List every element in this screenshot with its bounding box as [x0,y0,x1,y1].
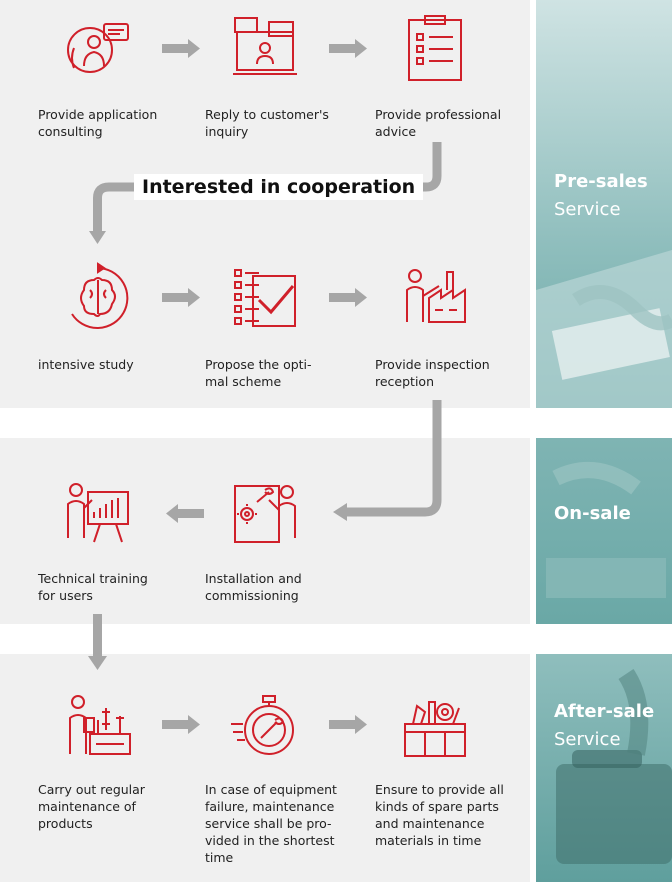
installation-commissioning-icon [234,485,296,543]
step-label: Technical training for users [38,571,148,603]
maintenance-worker-icon [69,695,131,755]
step-label: Provide professional advice [375,107,502,139]
step-label: Ensure to provide all kinds of spare par… [375,782,504,848]
arrow-left-2-head [333,503,347,521]
clipboard-checklist-icon [408,15,462,81]
hand-writing-photo [536,250,672,408]
pre-sales-title-bold: Pre-sales [554,171,648,192]
pre-sales-title: Pre-sales Service [554,168,648,224]
after-sale-title-bold: After-sale [554,701,655,722]
arrow-down-1 [88,614,107,670]
step-label: Provide application consulting [38,107,158,139]
connector-row1-row2-left [93,182,134,233]
factory-inspection-icon [406,269,466,323]
pre-sales-title-light: Service [554,199,621,220]
connector-row1-row2 [398,142,442,192]
phone-consulting-icon [67,23,129,73]
on-sale-panel [0,438,530,624]
checklist-scheme-icon [234,269,296,327]
arrow-right-1 [162,39,200,58]
spare-parts-toolbox-icon [404,701,466,757]
online-chat-icon [233,17,297,75]
arrow-down-2-head [89,231,106,244]
step-label: Reply to customer's inquiry [205,107,329,139]
arrow-right-3 [162,288,200,307]
toolbox-photo [556,669,672,864]
after-sale-sidebar: After-sale Service [536,654,672,882]
after-sale-panel [0,654,530,882]
after-sale-title: After-sale Service [554,698,654,754]
technical-training-icon [67,483,129,543]
step-label: In case of equipment failure, maintenanc… [205,782,337,865]
step-label: Installation and commissioning [205,571,302,603]
connector-row2-onsale [345,400,442,517]
pre-sales-panel [0,0,530,408]
stopwatch-wrench-icon [231,695,294,755]
arrow-right-2 [329,39,367,58]
arrow-right-6 [329,715,367,734]
cooperation-highlight: Interested in cooperation [134,174,424,200]
on-sale-title: On-sale [554,500,631,528]
on-sale-sidebar: On-sale [536,438,672,624]
arrow-right-4 [329,288,367,307]
step-label: Provide inspection reception [375,357,490,389]
step-label: Carry out regular maintenance of product… [38,782,145,831]
tools-photo [546,462,666,598]
step-label: Propose the opti-mal scheme [205,357,312,389]
arrow-left-1 [166,504,204,523]
on-sale-title-bold: On-sale [554,503,631,524]
brain-study-icon [71,262,129,329]
step-label: intensive study [38,357,134,372]
pre-sales-sidebar: Pre-sales Service [536,0,672,408]
arrow-right-5 [162,715,200,734]
after-sale-title-light: Service [554,729,621,750]
